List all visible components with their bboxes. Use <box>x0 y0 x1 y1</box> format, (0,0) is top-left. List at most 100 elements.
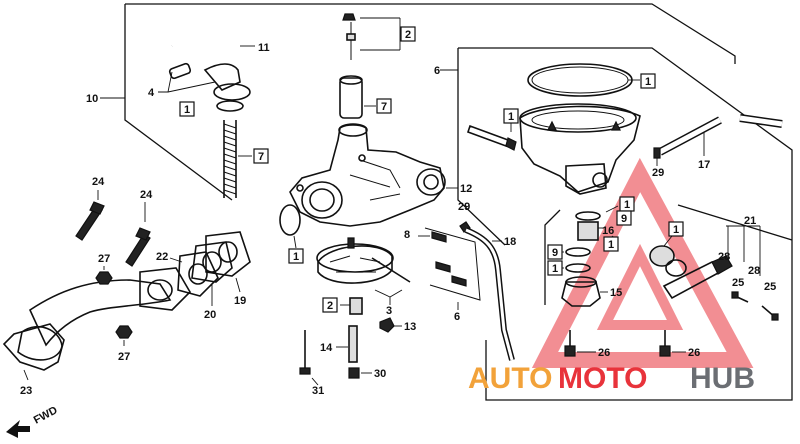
part-29-right-nipple <box>653 147 661 166</box>
part-27-nuts <box>95 266 133 346</box>
svg-text:1: 1 <box>184 104 190 116</box>
boxed-label-7-spring: 7 <box>253 148 269 164</box>
boxed-label-9-b: 9 <box>547 244 563 260</box>
label-19: 19 <box>234 295 246 307</box>
label-18: 18 <box>504 236 516 248</box>
boxed-label-1-left-oring: 1 <box>288 248 304 264</box>
boxed-label-2-bottom: 2 <box>322 297 338 313</box>
label-6-top: 6 <box>434 65 440 77</box>
boxed-label-1-top: 1 <box>640 73 656 89</box>
label-12: 12 <box>460 183 472 195</box>
part-small-tube <box>466 120 517 151</box>
part-4-fitting <box>158 62 251 112</box>
svg-text:7: 7 <box>381 101 387 113</box>
label-13: 13 <box>404 321 416 333</box>
part-17-overflow-hose <box>658 114 783 156</box>
part-3-needle-pin <box>371 257 411 305</box>
part-1-oring-left <box>279 204 301 249</box>
label-6-bottom: 6 <box>454 311 460 323</box>
part-23-intake-pipe <box>2 267 192 381</box>
assembly-frame <box>124 3 793 401</box>
label-16: 16 <box>602 225 614 237</box>
part-26-bolts <box>564 330 686 357</box>
label-25-left: 25 <box>732 277 744 289</box>
label-26-left: 26 <box>598 347 610 359</box>
watermark-triangle <box>531 157 754 368</box>
svg-text:1: 1 <box>293 251 299 263</box>
label-20: 20 <box>204 309 216 321</box>
part-13-jet <box>379 317 402 333</box>
watermark-auto: AUTO <box>468 362 552 395</box>
part-31-pilot-screw <box>299 330 319 386</box>
boxed-label-1-washer: 1 <box>179 101 195 117</box>
label-8: 8 <box>404 229 410 241</box>
label-17: 17 <box>698 159 710 171</box>
part-25-screws <box>731 291 779 321</box>
fwd-label: FWD <box>32 404 60 426</box>
boxed-label-1-tube: 1 <box>503 108 519 124</box>
label-25-right: 25 <box>764 281 776 293</box>
svg-text:1: 1 <box>552 263 558 275</box>
label-29-mid: 29 <box>458 201 470 213</box>
svg-text:1: 1 <box>673 224 679 236</box>
watermark-hub: HUB <box>690 362 755 395</box>
svg-text:9: 9 <box>621 213 627 225</box>
boxed-label-2-top: 2 <box>400 26 416 42</box>
watermark-logo: AUTO MOTO HUB <box>468 362 755 395</box>
part-14-needle-jet <box>336 325 358 363</box>
svg-text:1: 1 <box>645 76 651 88</box>
label-28-left: 28 <box>718 251 730 263</box>
part-number-labels: 11 4 10 6 12 24 24 29 8 18 22 27 19 20 3… <box>20 42 776 427</box>
part-15-float-valve-seat <box>561 276 608 307</box>
part-19-gasket <box>205 231 251 293</box>
label-21: 21 <box>744 215 756 227</box>
svg-text:1: 1 <box>508 111 514 123</box>
label-4: 4 <box>148 87 155 99</box>
watermark-moto: MOTO <box>558 362 647 395</box>
label-30: 30 <box>374 368 386 380</box>
part-7-needle-spring <box>223 120 252 198</box>
svg-text:1: 1 <box>624 199 630 211</box>
boxed-label-1-gasket: 1 <box>547 260 563 276</box>
part-22-gasket <box>169 251 219 297</box>
label-15: 15 <box>610 287 622 299</box>
part-2-jet-holder <box>340 297 363 315</box>
label-27-top: 27 <box>98 253 110 265</box>
boxed-labels: 2 1 1 7 1 7 1 9 <box>179 26 684 313</box>
label-24-right: 24 <box>140 189 153 201</box>
part-20-insulator <box>191 241 233 306</box>
part-24-bolts <box>75 190 151 267</box>
boxed-label-7-slide: 7 <box>376 98 392 114</box>
part-30-main-jet <box>348 367 372 379</box>
fwd-arrow-icon <box>6 420 30 438</box>
part-float <box>316 237 394 284</box>
label-31: 31 <box>312 385 324 397</box>
label-22: 22 <box>156 251 168 263</box>
part-12-carburetor-body <box>289 123 458 227</box>
part-7-slide <box>339 75 376 119</box>
part-11-vent-hose <box>170 32 255 49</box>
label-10: 10 <box>86 93 98 105</box>
part-16-needle-valve <box>575 211 604 241</box>
svg-text:1: 1 <box>608 239 614 251</box>
part-1-bowl-gasket <box>527 63 640 97</box>
part-21-jet-assembly <box>649 225 761 300</box>
label-23: 23 <box>20 385 32 397</box>
boxed-label-1-valve: 1 <box>619 196 635 212</box>
part-18-drain-tube <box>464 227 515 361</box>
svg-text:2: 2 <box>405 29 411 41</box>
label-26-right: 26 <box>688 347 700 359</box>
part-2-clip-top <box>342 13 401 60</box>
label-24-left: 24 <box>92 176 105 188</box>
svg-text:9: 9 <box>552 247 558 259</box>
part-float-bowl <box>519 103 641 195</box>
svg-text:7: 7 <box>258 151 264 163</box>
label-14: 14 <box>320 342 333 354</box>
label-29-right: 29 <box>652 167 664 179</box>
label-3: 3 <box>386 305 392 317</box>
label-11: 11 <box>258 42 270 54</box>
svg-text:2: 2 <box>327 300 333 312</box>
label-27-bottom: 27 <box>118 351 130 363</box>
